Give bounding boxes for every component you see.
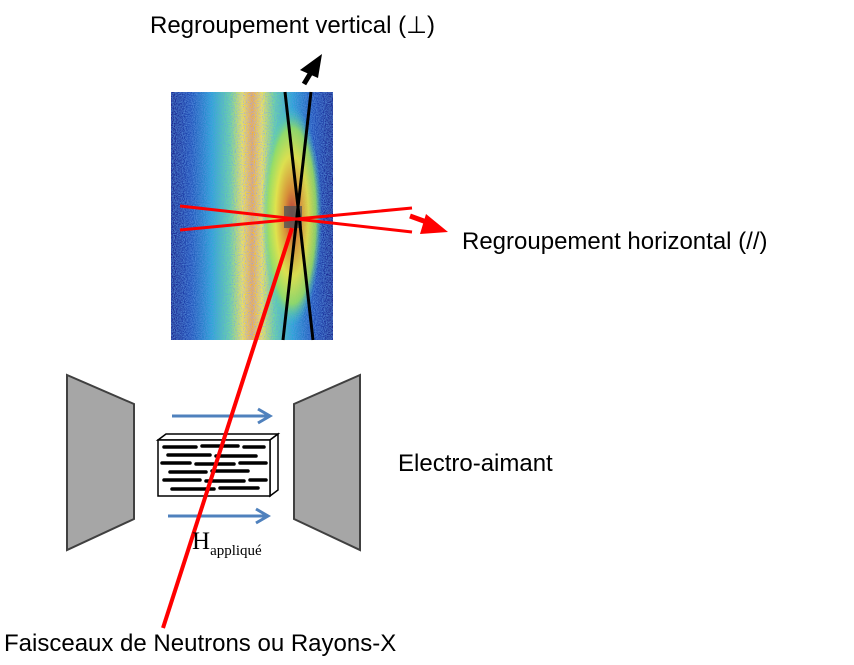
vertical-sector-line-right — [281, 91, 313, 341]
magnet-pole-left-icon — [66, 373, 135, 552]
vertical-sector-line-left — [283, 91, 315, 341]
applied-field-label: Happliqué — [192, 528, 262, 565]
electromagnet-label: Electro-aimant — [398, 450, 553, 477]
incident-beam-line — [161, 227, 294, 629]
vertical-arrow-head-icon — [300, 54, 322, 78]
vertical-grouping-label: Regroupement vertical (⊥) — [150, 12, 436, 39]
sample-icon — [155, 432, 281, 498]
horizontal-grouping-label: Regroupement horizontal (//) — [462, 228, 768, 255]
magnet-pole-right-icon — [293, 373, 361, 552]
horizontal-sector-line-2 — [179, 206, 413, 232]
horizontal-arrow-head-icon — [420, 214, 448, 234]
field-symbol: H — [192, 528, 211, 555]
field-subscript: appliqué — [210, 543, 262, 559]
beam-label: Faisceaux de Neutrons ou Rayons-X — [4, 630, 397, 657]
